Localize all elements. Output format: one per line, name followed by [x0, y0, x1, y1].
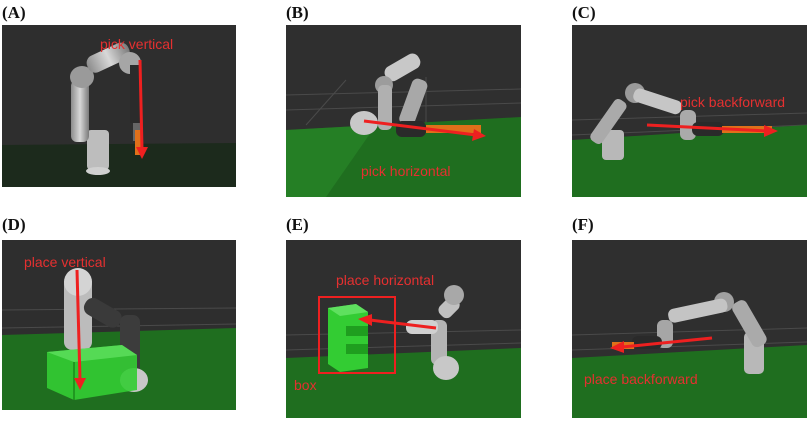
panel-label-a: (A) [2, 3, 26, 22]
panel-label-e: (E) [286, 215, 309, 234]
panel-f-scene [572, 240, 807, 418]
target-object [135, 130, 141, 155]
motion-arrow [138, 59, 144, 151]
motion-arrow [646, 123, 769, 133]
robot-base [350, 111, 378, 135]
panel-label-b: (B) [286, 3, 309, 22]
robot-link-lower [590, 98, 627, 145]
panel-label-d: (D) [2, 215, 26, 234]
grid-lines [572, 327, 807, 351]
robot-base [433, 356, 459, 380]
panel-d-scene [2, 240, 236, 410]
panel-label-f: (F) [572, 215, 594, 234]
annotation-pick-horizontal: pick horizontal [361, 163, 451, 179]
motion-arrow [369, 318, 437, 330]
robot-link-upper [83, 297, 122, 328]
robot-link-lower [732, 300, 767, 348]
annotation-place-horizontal: place horizontal [336, 272, 435, 288]
grid-lines [286, 329, 521, 351]
robot-link-lower [71, 80, 89, 142]
motion-arrow [621, 336, 713, 349]
panel-a-scene [2, 25, 236, 187]
target-object [426, 125, 481, 133]
grid-lines [2, 307, 236, 329]
motion-arrow [363, 119, 477, 137]
ground-plane [572, 125, 807, 197]
ground-plane [2, 143, 236, 187]
ground-plane [286, 348, 521, 418]
robot-link-upper [384, 53, 421, 82]
panel-c-scene [572, 25, 807, 197]
annotation-pick-backforward: pick backforward [680, 94, 786, 110]
panel-a-pick-vertical: pick vertical [2, 25, 236, 187]
panel-f-place-backforward: place backforward [572, 240, 807, 418]
panel-d-place-vertical: place vertical [2, 240, 236, 410]
annotation-place-backforward: place backforward [584, 371, 698, 387]
annotation-box: box [294, 377, 317, 393]
panel-e-place-horizontal: place horizontal box [286, 240, 521, 418]
robot-link-upper [86, 42, 130, 73]
robot-link-upper [633, 88, 682, 115]
robot-base [87, 130, 109, 170]
annotation-pick-vertical: pick vertical [100, 36, 174, 52]
panel-b-scene [286, 25, 521, 197]
robot-link-upper [668, 298, 728, 323]
panel-c-pick-backforward: pick backforward [572, 25, 807, 197]
box-highlight-frame [318, 296, 396, 374]
robot-base [602, 130, 624, 160]
panel-b-pick-horizontal: pick horizontal [286, 25, 521, 197]
robot-link-lower [378, 85, 392, 130]
panel-e-scene [286, 240, 521, 418]
motion-arrow [75, 269, 82, 381]
annotation-place-vertical: place vertical [24, 254, 106, 270]
panel-label-c: (C) [572, 3, 596, 22]
placement-box [328, 304, 368, 372]
